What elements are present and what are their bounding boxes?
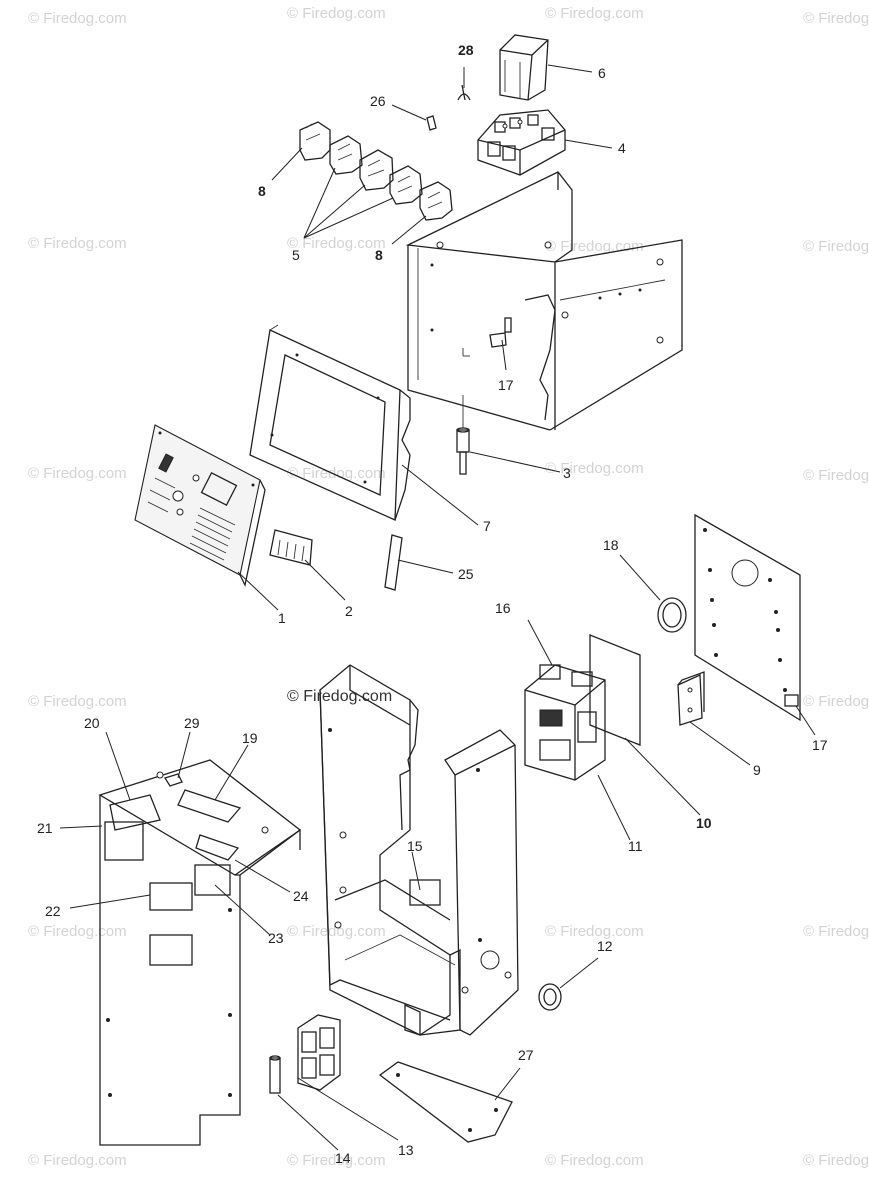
watermark: © Firedog.com xyxy=(28,465,127,482)
callout-8-lower: 8 xyxy=(375,247,383,263)
grommet-part-18 xyxy=(657,597,687,633)
watermark: © Firedog.com xyxy=(287,923,386,940)
fuse-block-part-13 xyxy=(297,1014,341,1091)
bezel-frame-part-7 xyxy=(249,324,411,521)
callout-18: 18 xyxy=(603,537,619,553)
callout-8-upper: 8 xyxy=(258,183,266,199)
watermark: © Firedog.com xyxy=(545,5,644,22)
watermark: © Firedog.com xyxy=(545,923,644,940)
grommet-part-12 xyxy=(538,983,562,1011)
fuse-part-14 xyxy=(269,1055,281,1094)
watermark: © Firedog.com xyxy=(287,235,386,252)
left-cover-panel xyxy=(98,759,302,1146)
watermark: © Firedog.com xyxy=(803,693,869,710)
callout-10: 10 xyxy=(696,815,712,831)
callout-4: 4 xyxy=(618,140,626,156)
watermark: © Firedog.com xyxy=(28,235,127,252)
callout-1: 1 xyxy=(278,610,286,626)
terminal-blocks-part-5-8 xyxy=(299,121,453,221)
insulator-plate-part-10 xyxy=(589,634,641,746)
watermark: © Firedog.com xyxy=(287,5,386,22)
bracket-part-9 xyxy=(677,671,705,726)
strip-part-25 xyxy=(384,534,403,591)
callout-16: 16 xyxy=(495,600,511,616)
callout-23: 23 xyxy=(268,930,284,946)
callout-5: 5 xyxy=(292,247,300,263)
callout-28: 28 xyxy=(458,42,474,58)
terminal-strip-part-2 xyxy=(269,529,313,566)
watermark: © Firedog.com xyxy=(803,923,869,940)
callout-7: 7 xyxy=(483,518,491,534)
control-panel-part-1 xyxy=(134,424,266,587)
callout-22: 22 xyxy=(45,903,61,919)
watermark: © Firedog.com xyxy=(545,460,644,477)
watermark: © Firedog.com xyxy=(28,10,127,27)
callout-26: 26 xyxy=(370,93,386,109)
watermark: © Firedog.com xyxy=(545,1152,644,1169)
callout-6: 6 xyxy=(598,65,606,81)
watermark: © Firedog.com xyxy=(28,923,127,940)
watermark: © Firedog.com xyxy=(803,467,869,484)
cover-plate-part-27 xyxy=(378,1061,513,1143)
callout-29: 29 xyxy=(184,715,200,731)
callout-17-lower: 17 xyxy=(812,737,828,753)
callout-13: 13 xyxy=(398,1142,414,1158)
watermark: © Firedog.com xyxy=(287,1152,386,1169)
callout-3: 3 xyxy=(563,465,571,481)
leader-lines xyxy=(59,64,816,1151)
clip-part-28 xyxy=(457,84,471,101)
callout-25: 25 xyxy=(458,566,474,582)
callout-9: 9 xyxy=(753,762,761,778)
callout-15: 15 xyxy=(407,838,423,854)
watermark: © Firedog.com xyxy=(803,10,869,27)
contactor-part-11-16 xyxy=(524,664,606,781)
callout-17-upper: 17 xyxy=(498,377,514,393)
watermark: © Firedog.com xyxy=(803,1152,869,1169)
relay-socket-part-4 xyxy=(477,109,566,176)
right-side-panel xyxy=(694,513,801,722)
watermark: © Firedog.com xyxy=(287,465,386,482)
center-chassis-part-15 xyxy=(319,664,519,1036)
callout-19: 19 xyxy=(242,730,258,746)
callout-27: 27 xyxy=(518,1047,534,1063)
center-watermark: © Firedog.com xyxy=(287,688,393,705)
callout-11: 11 xyxy=(628,838,643,854)
callout-21: 21 xyxy=(37,820,53,836)
callout-14: 14 xyxy=(335,1150,351,1166)
callout-12: 12 xyxy=(597,938,613,954)
watermark: © Firedog.com xyxy=(803,238,869,255)
relay-cube-part-6 xyxy=(499,34,549,101)
pin-part-26 xyxy=(426,115,437,131)
watermark: © Firedog.com xyxy=(28,1152,127,1169)
callout-2: 2 xyxy=(345,603,353,619)
watermark: © Firedog.com xyxy=(28,693,127,710)
upper-enclosure-box xyxy=(405,171,683,431)
callout-24: 24 xyxy=(293,888,309,904)
callout-20: 20 xyxy=(84,715,100,731)
standoff-part-3 xyxy=(456,395,470,475)
